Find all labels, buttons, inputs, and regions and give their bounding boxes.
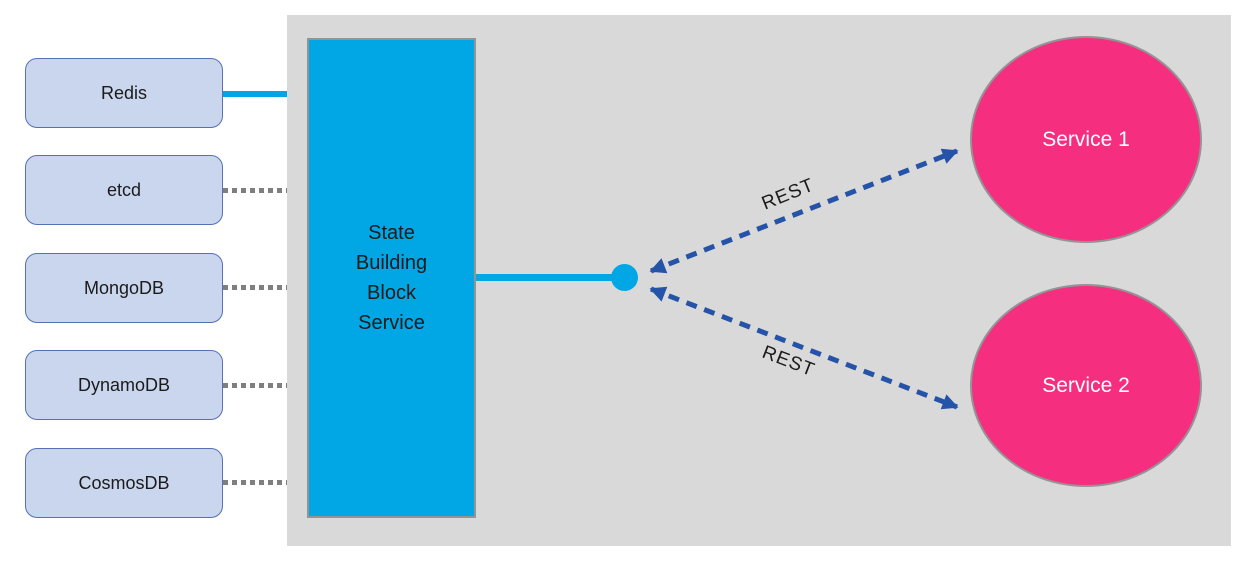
store-redis-label: Redis: [100, 82, 148, 103]
connector-redis-solid-line: [223, 91, 287, 97]
state-building-block-title: State Building Block Service: [355, 222, 428, 334]
store-mongodb-label: MongoDB: [83, 277, 165, 298]
service-1-label: Service 1: [1042, 127, 1130, 151]
connector-cosmosdb-dotted-line: [223, 480, 287, 485]
endpoint-node-dot: [611, 264, 638, 291]
service-2-label: Service 2: [1042, 373, 1130, 397]
store-mongodb: MongoDB: [25, 253, 223, 323]
service-1-circle: Service 1: [970, 36, 1202, 243]
rest-arrow-service2: [649, 286, 959, 410]
store-dynamodb-label: DynamoDB: [77, 374, 171, 395]
connector-dynamodb-dotted-line: [223, 383, 287, 388]
store-dynamodb: DynamoDB: [25, 350, 223, 420]
store-cosmosdb: CosmosDB: [25, 448, 223, 518]
connector-etcd-dotted-line: [223, 188, 287, 193]
store-redis: Redis: [25, 58, 223, 128]
state-building-block: State Building Block Service: [307, 38, 476, 518]
connector-mongodb-dotted-line: [223, 285, 287, 290]
service-2-circle: Service 2: [970, 284, 1202, 487]
store-etcd: etcd: [25, 155, 223, 225]
rest-arrow-service1: [649, 148, 959, 274]
store-etcd-label: etcd: [106, 179, 142, 200]
endpoint-pipe-line: [476, 274, 618, 281]
store-cosmosdb-label: CosmosDB: [78, 472, 170, 493]
